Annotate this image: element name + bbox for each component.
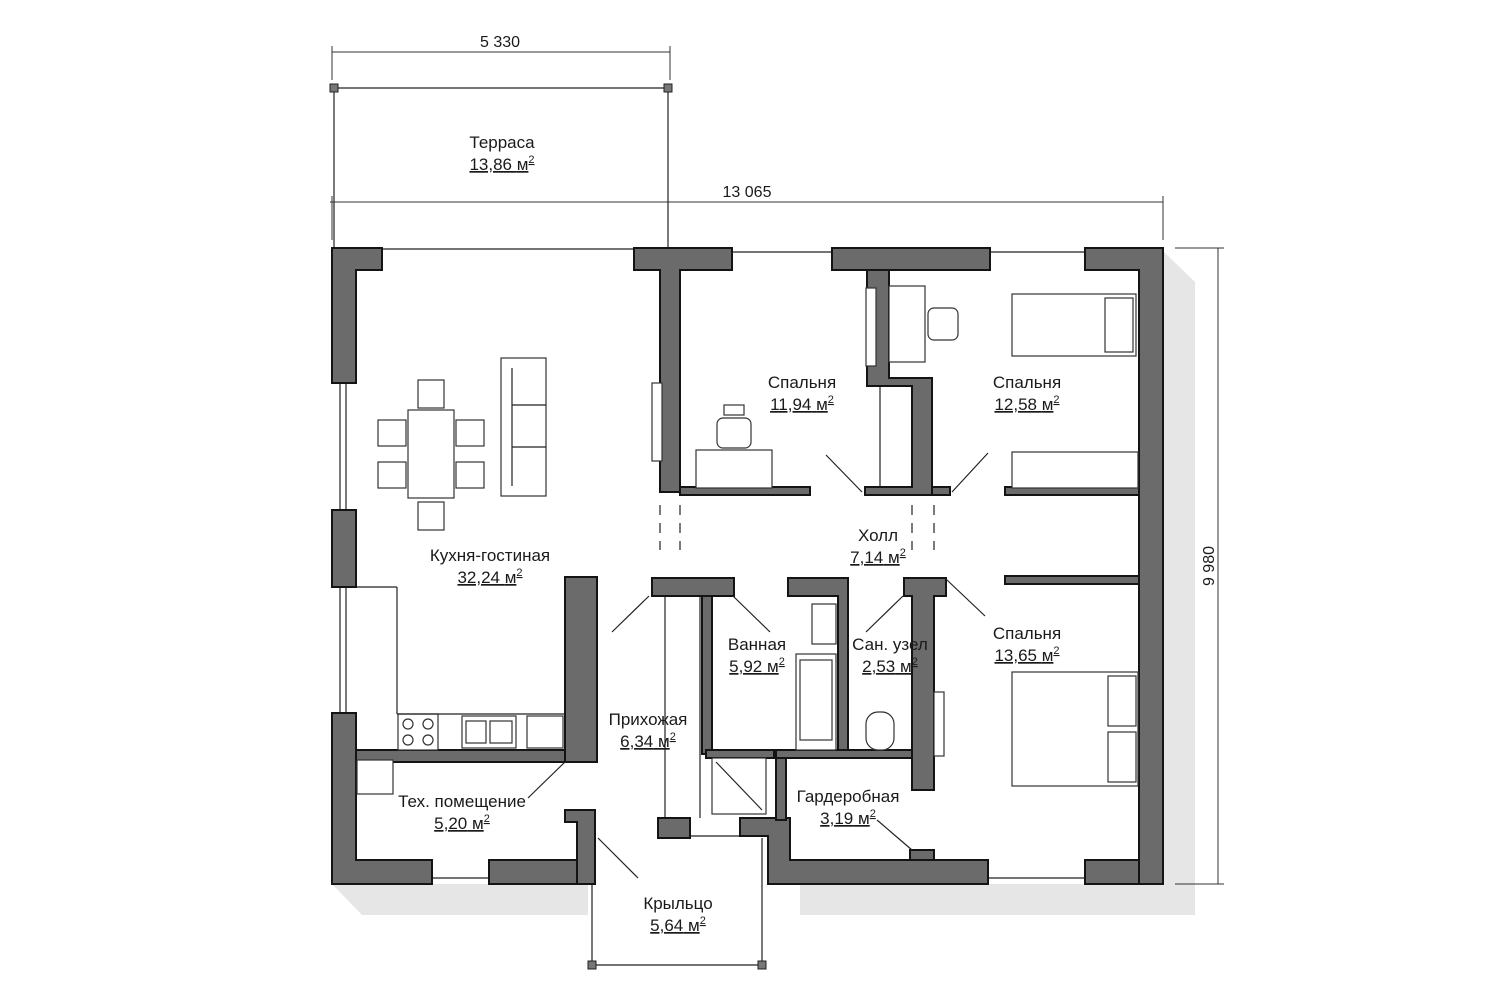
- room-name: Прихожая: [609, 710, 688, 729]
- room-labels: Терраса 13,86 м2 Кухня-гостиная 32,24 м2…: [398, 133, 1061, 935]
- room-name: Сан. узел: [852, 635, 928, 654]
- room-area: 13,86 м2: [469, 154, 534, 174]
- room-name: Спальня: [768, 373, 836, 392]
- terrace-outline: [329, 83, 673, 248]
- room-name: Терраса: [469, 133, 535, 152]
- doors: [527, 287, 989, 879]
- room-porch: Крыльцо 5,64 м2: [643, 894, 712, 935]
- room-tech: Тех. помещение 5,20 м2: [398, 792, 526, 833]
- room-name: Гардеробная: [797, 787, 900, 806]
- room-hall: Холл 7,14 м2: [850, 526, 906, 567]
- room-area: 5,64 м2: [650, 915, 706, 935]
- room-name: Ванная: [728, 635, 786, 654]
- room-kitchen: Кухня-гостиная 32,24 м2: [430, 546, 550, 587]
- room-area: 3,19 м2: [820, 808, 876, 828]
- room-wardrobe: Гардеробная 3,19 м2: [797, 787, 900, 828]
- room-name: Тех. помещение: [398, 792, 526, 811]
- room-entry: Прихожая 6,34 м2: [609, 710, 688, 751]
- walls: [331, 247, 1164, 885]
- room-name: Спальня: [993, 624, 1061, 643]
- dimension-terrace-width: 5 330: [480, 34, 520, 51]
- building-shadow-left: [332, 884, 588, 915]
- room-area: 2,53 м2: [862, 656, 918, 676]
- dimension-house-depth: 9 980: [1201, 546, 1218, 586]
- room-wc: Сан. узел 2,53 м2: [852, 635, 928, 676]
- dimension-lines: [330, 46, 1224, 885]
- room-name: Кухня-гостиная: [430, 546, 550, 565]
- furniture: [356, 285, 1139, 815]
- room-area: 13,65 м2: [994, 645, 1059, 665]
- room-area: 7,14 м2: [850, 547, 906, 567]
- room-area: 6,34 м2: [620, 731, 676, 751]
- room-name: Спальня: [993, 373, 1061, 392]
- room-bedroom2: Спальня 12,58 м2: [993, 373, 1061, 414]
- room-bedroom3: Спальня 13,65 м2: [993, 624, 1061, 665]
- room-area: 12,58 м2: [994, 394, 1059, 414]
- room-bedroom1: Спальня 11,94 м2: [768, 373, 836, 414]
- room-bathroom: Ванная 5,92 м2: [728, 635, 786, 676]
- room-area: 5,20 м2: [434, 813, 490, 833]
- room-terrace: Терраса 13,86 м2: [469, 133, 535, 174]
- room-area: 5,92 м2: [729, 656, 785, 676]
- room-name: Крыльцо: [643, 894, 712, 913]
- room-area: 11,94 м2: [770, 394, 834, 414]
- room-area: 32,24 м2: [457, 567, 522, 587]
- dimension-house-width: 13 065: [723, 184, 772, 201]
- room-name: Холл: [858, 526, 898, 545]
- thin-lines: [339, 248, 1085, 879]
